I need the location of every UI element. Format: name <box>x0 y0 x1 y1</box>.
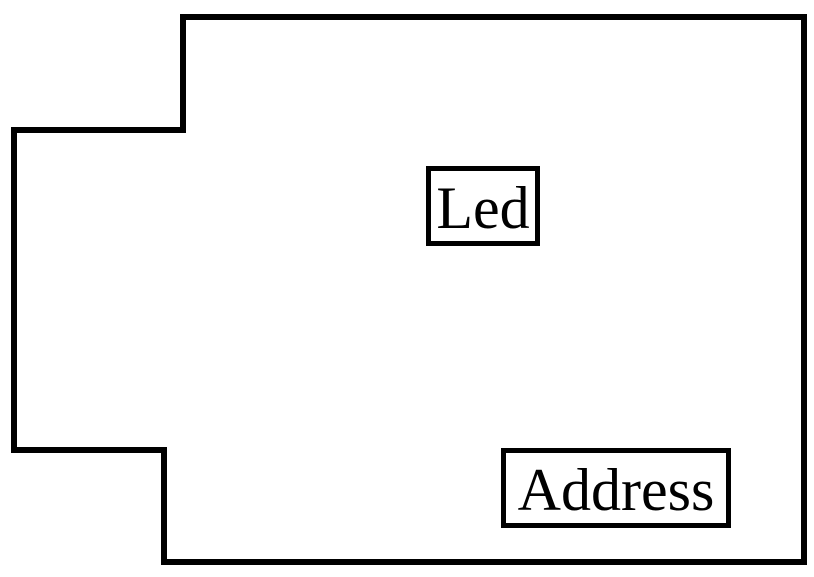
board-outline <box>11 14 807 565</box>
led-label-box: Led <box>426 166 540 246</box>
address-label-box: Address <box>501 448 731 528</box>
address-label: Address <box>517 457 715 523</box>
led-label: Led <box>436 175 530 241</box>
